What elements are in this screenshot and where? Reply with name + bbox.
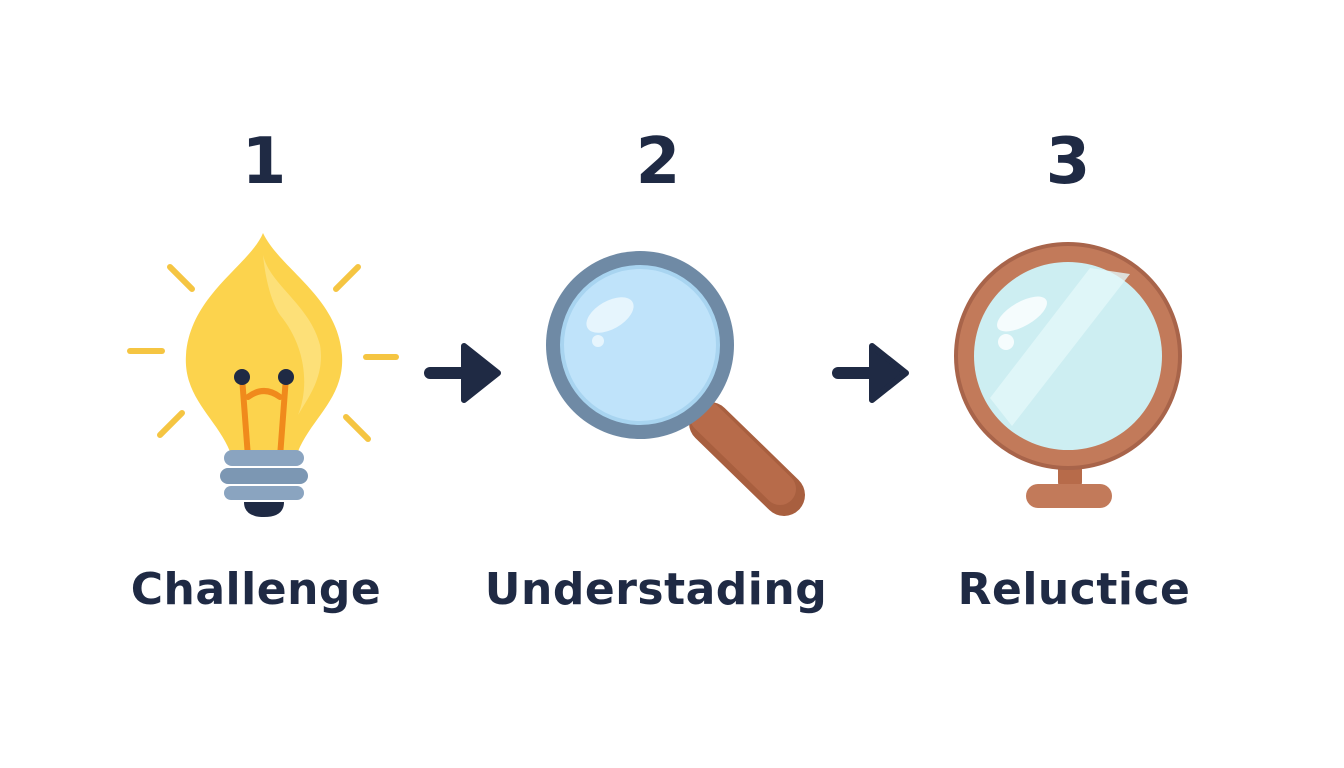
step-3-number: 3 [1045, 125, 1091, 199]
mirror-icon [954, 242, 1182, 508]
step-2-number: 2 [635, 125, 681, 199]
step-2-label: Understading [484, 564, 828, 615]
arrow-right-icon [424, 343, 501, 403]
step-1-label: Challenge [130, 564, 382, 615]
step-1-number: 1 [241, 125, 287, 199]
arrow-right-icon [832, 343, 909, 403]
magnifying-glass-icon [546, 251, 805, 516]
step-3-label: Reluctice [957, 564, 1191, 615]
lightbulb-icon [127, 233, 399, 517]
